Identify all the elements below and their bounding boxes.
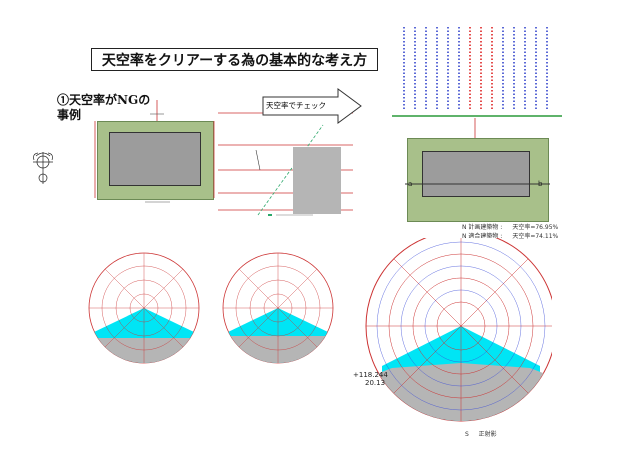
building-right bbox=[422, 151, 530, 197]
result-line1-label: N 計画建築物 : bbox=[462, 224, 503, 231]
site-plan-right-lines bbox=[405, 118, 550, 185]
site-plan-left bbox=[97, 121, 214, 200]
footer-note: S 正射影 bbox=[465, 431, 497, 438]
polar-diagram-2 bbox=[222, 252, 334, 364]
result-line1-value: 天空率=76.95% bbox=[512, 224, 559, 231]
section-diagram bbox=[218, 112, 353, 216]
coord-y: 20.13 bbox=[365, 379, 386, 387]
result-line2-value: 天空率=74.11% bbox=[512, 233, 559, 240]
marker-b: b bbox=[538, 180, 543, 188]
sky-polar-diagrams bbox=[88, 238, 552, 422]
arrow-label: 天空率でチェック bbox=[266, 101, 326, 110]
marker-a: a bbox=[408, 180, 413, 188]
check-arrow bbox=[262, 88, 362, 124]
case-label-line1: ①天空率がNGの bbox=[57, 93, 151, 107]
case-label: ①天空率がNGの 事例 bbox=[57, 93, 150, 123]
sky-view-lines bbox=[392, 27, 562, 117]
site-plan-left-lines bbox=[94, 100, 215, 203]
compass-icon bbox=[30, 150, 56, 186]
site-plan-right bbox=[407, 138, 549, 222]
polar-diagram-1 bbox=[88, 252, 200, 364]
building-left bbox=[109, 132, 201, 186]
coord-x: +118.244 bbox=[353, 371, 388, 379]
polar-diagram-3 bbox=[365, 238, 552, 422]
page-title-box: 天空率をクリアーする為の基本的な考え方 bbox=[91, 48, 378, 71]
case-label-line2: 事例 bbox=[57, 108, 82, 122]
results-block: N 計画建築物 : 天空率=76.95% N 適合建築物 : 天空率=74.11… bbox=[462, 222, 558, 240]
result-line2-label: N 適合建築物 : bbox=[462, 233, 503, 240]
page-title: 天空率をクリアーする為の基本的な考え方 bbox=[101, 52, 368, 69]
